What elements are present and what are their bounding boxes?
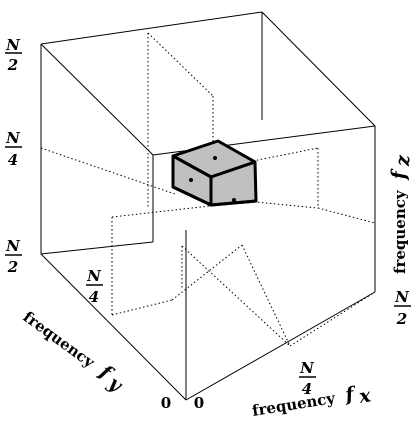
x-axis-subscript: x xyxy=(357,384,373,408)
outer-box-bottom xyxy=(40,230,376,401)
svg-text:frequency f z: frequency f z xyxy=(388,154,414,274)
z-tick-bottom-numerator: N xyxy=(5,237,21,255)
z-tick-mid-numerator: N xyxy=(5,129,21,147)
center-cube xyxy=(171,139,258,207)
z-tick-top-denominator: 2 xyxy=(7,56,18,74)
y-axis-title: frequency f y xyxy=(17,305,130,398)
y-tick-quarter-numerator: N xyxy=(86,267,102,285)
z-tick-top-numerator: N xyxy=(5,36,21,54)
y-tick-zero: 0 xyxy=(161,394,171,412)
y-axis-word: frequency xyxy=(20,308,99,372)
outer-box-back xyxy=(40,11,376,254)
x-tick-quarter-numerator: N xyxy=(299,359,315,377)
z-tick-mid: N 4 xyxy=(5,129,22,169)
x-tick-quarter: N 4 xyxy=(299,359,316,398)
x-tick-half-numerator: N xyxy=(394,288,410,306)
svg-text:frequency f y: frequency f y xyxy=(17,305,130,397)
z-axis-symbol: f xyxy=(388,168,410,181)
z-tick-mid-denominator: 4 xyxy=(8,151,18,169)
z-axis-word: frequency xyxy=(391,189,409,274)
y-tick-quarter-denominator: 4 xyxy=(89,288,99,306)
x-axis-word: frequency xyxy=(251,389,338,418)
z-axis-subscript: z xyxy=(392,154,414,167)
z-tick-top: N 2 xyxy=(5,36,22,74)
z-tick-bottom-denominator: 2 xyxy=(7,258,18,276)
x-tick-quarter-denominator: 4 xyxy=(302,380,312,398)
z-tick-bottom: N 2 xyxy=(5,237,22,276)
z-axis-title: frequency f z xyxy=(388,154,414,274)
y-tick-quarter: N 4 xyxy=(86,267,103,306)
x-tick-half-denominator: 2 xyxy=(396,310,407,328)
center-cube-dots xyxy=(189,156,236,202)
x-tick-zero: 0 xyxy=(194,394,204,412)
x-tick-half: N 2 xyxy=(394,288,411,328)
x-axis-symbol: f xyxy=(342,383,358,407)
